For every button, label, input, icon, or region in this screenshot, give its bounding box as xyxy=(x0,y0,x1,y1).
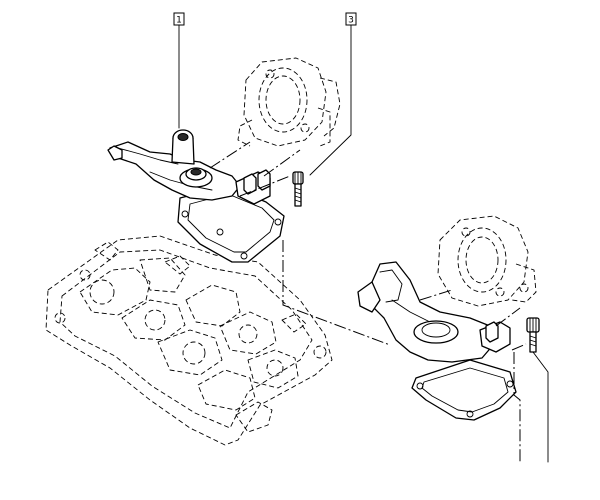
throttle-body-upper-ghost xyxy=(237,57,341,147)
callout-1-label: 1 xyxy=(176,16,182,26)
bracket-assembly-upper xyxy=(107,129,301,263)
lower-leader-left xyxy=(513,352,521,462)
bracket-body-lower xyxy=(369,261,495,363)
cylinder-head-ghost xyxy=(45,235,333,446)
connection-line xyxy=(282,240,391,346)
bolt-upper xyxy=(292,171,304,207)
callout-1: 1 xyxy=(173,12,185,129)
callout-3: 3 xyxy=(309,12,357,176)
callout-3-leader xyxy=(309,24,352,176)
callout-3-label: 3 xyxy=(348,16,354,26)
bolt-lower xyxy=(526,317,540,353)
lower-leader-right xyxy=(532,351,549,463)
bracket-assembly-lower xyxy=(357,261,527,421)
throttle-body-lower-ghost xyxy=(437,215,537,307)
